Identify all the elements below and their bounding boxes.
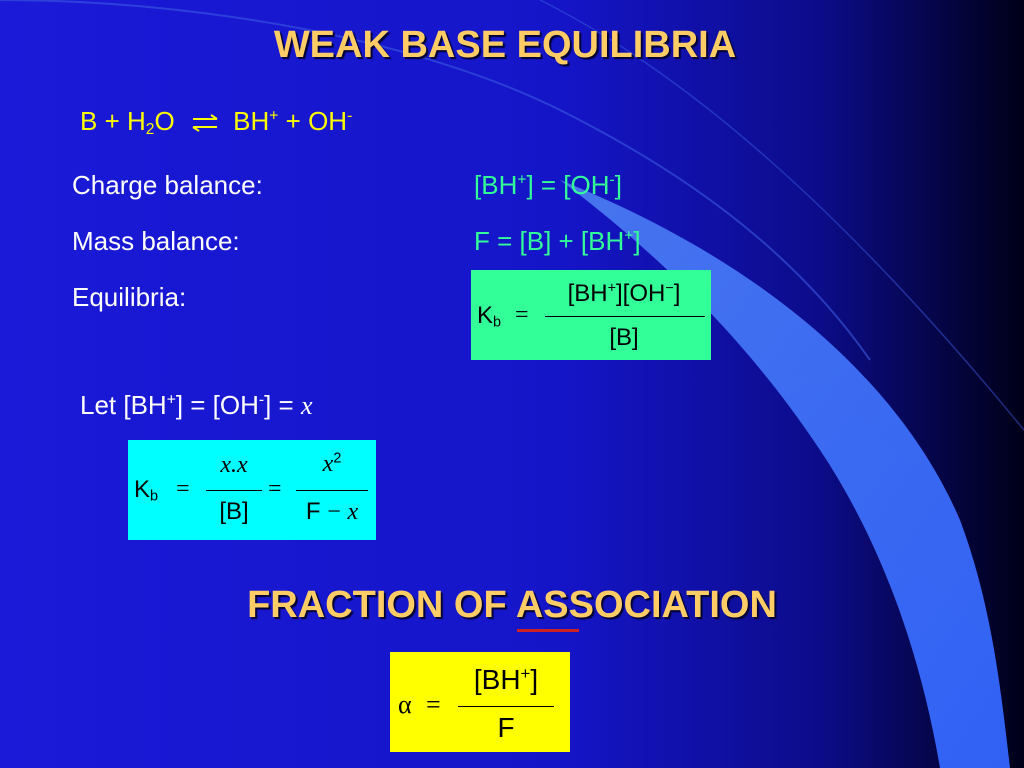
- kb-x-equals-1: =: [176, 476, 190, 502]
- alpha-equals: =: [426, 690, 441, 719]
- kb-x-numerator-1: x.x: [220, 452, 248, 478]
- alpha-expression-box: α = [BH+] F: [390, 652, 570, 752]
- kb-x-denominator-1: [B]: [219, 498, 249, 525]
- let-statement: Let [BH+] = [OH-] = x: [80, 390, 313, 420]
- charge-balance-expression: [BH+] = [OH-]: [474, 170, 622, 200]
- kb-x-numerator-2: x2: [322, 450, 342, 477]
- reaction-equation: B + H2O BH+ + OH-: [80, 106, 352, 139]
- charge-balance-label: Charge balance:: [72, 170, 263, 200]
- mass-balance-expression: F = [B] + [BH+]: [474, 226, 641, 256]
- let-variable-x: x: [300, 391, 313, 420]
- alpha-fraction-bar: [458, 706, 554, 707]
- kb-fraction-bar: [545, 316, 705, 317]
- reaction-product-oh: OH-: [308, 106, 353, 136]
- section-title-underline: [517, 629, 579, 632]
- alpha-numerator: [BH+]: [473, 664, 539, 696]
- section-title: FRACTION OF ASSOCIATION: [247, 584, 777, 626]
- reaction-plus: +: [104, 106, 120, 136]
- reaction-water: H2O: [127, 106, 175, 138]
- alpha-symbol: α: [398, 690, 412, 719]
- mass-balance-label: Mass balance:: [72, 226, 240, 256]
- kb-expression-box: Kb = [BH+][OH−] [B]: [471, 270, 711, 360]
- reaction-product-bh: BH+: [233, 106, 279, 136]
- alpha-denominator: F: [497, 712, 515, 743]
- kb-x-symbol: Kb: [134, 476, 159, 505]
- kb-symbol: Kb: [477, 302, 502, 331]
- equilibrium-arrows-icon: [192, 114, 218, 132]
- slide-title: WEAK BASE EQUILIBRIA: [273, 24, 737, 66]
- kb-denominator: [B]: [609, 324, 639, 351]
- kb-x-equals-2: =: [268, 476, 282, 502]
- kb-x-fraction-bar-1: [206, 490, 262, 491]
- kb-numerator: [BH+][OH−]: [567, 280, 681, 307]
- kb-x-expression-box: Kb = x.x [B] = x2 F − x: [128, 440, 376, 540]
- kb-x-fraction-bar-2: [296, 490, 368, 491]
- reaction-plus-2: +: [285, 106, 301, 136]
- reaction-base: B: [80, 106, 98, 136]
- kb-x-denominator-2: F − x: [305, 498, 359, 525]
- kb-equals: =: [515, 302, 529, 328]
- equilibria-label: Equilibria:: [72, 282, 187, 312]
